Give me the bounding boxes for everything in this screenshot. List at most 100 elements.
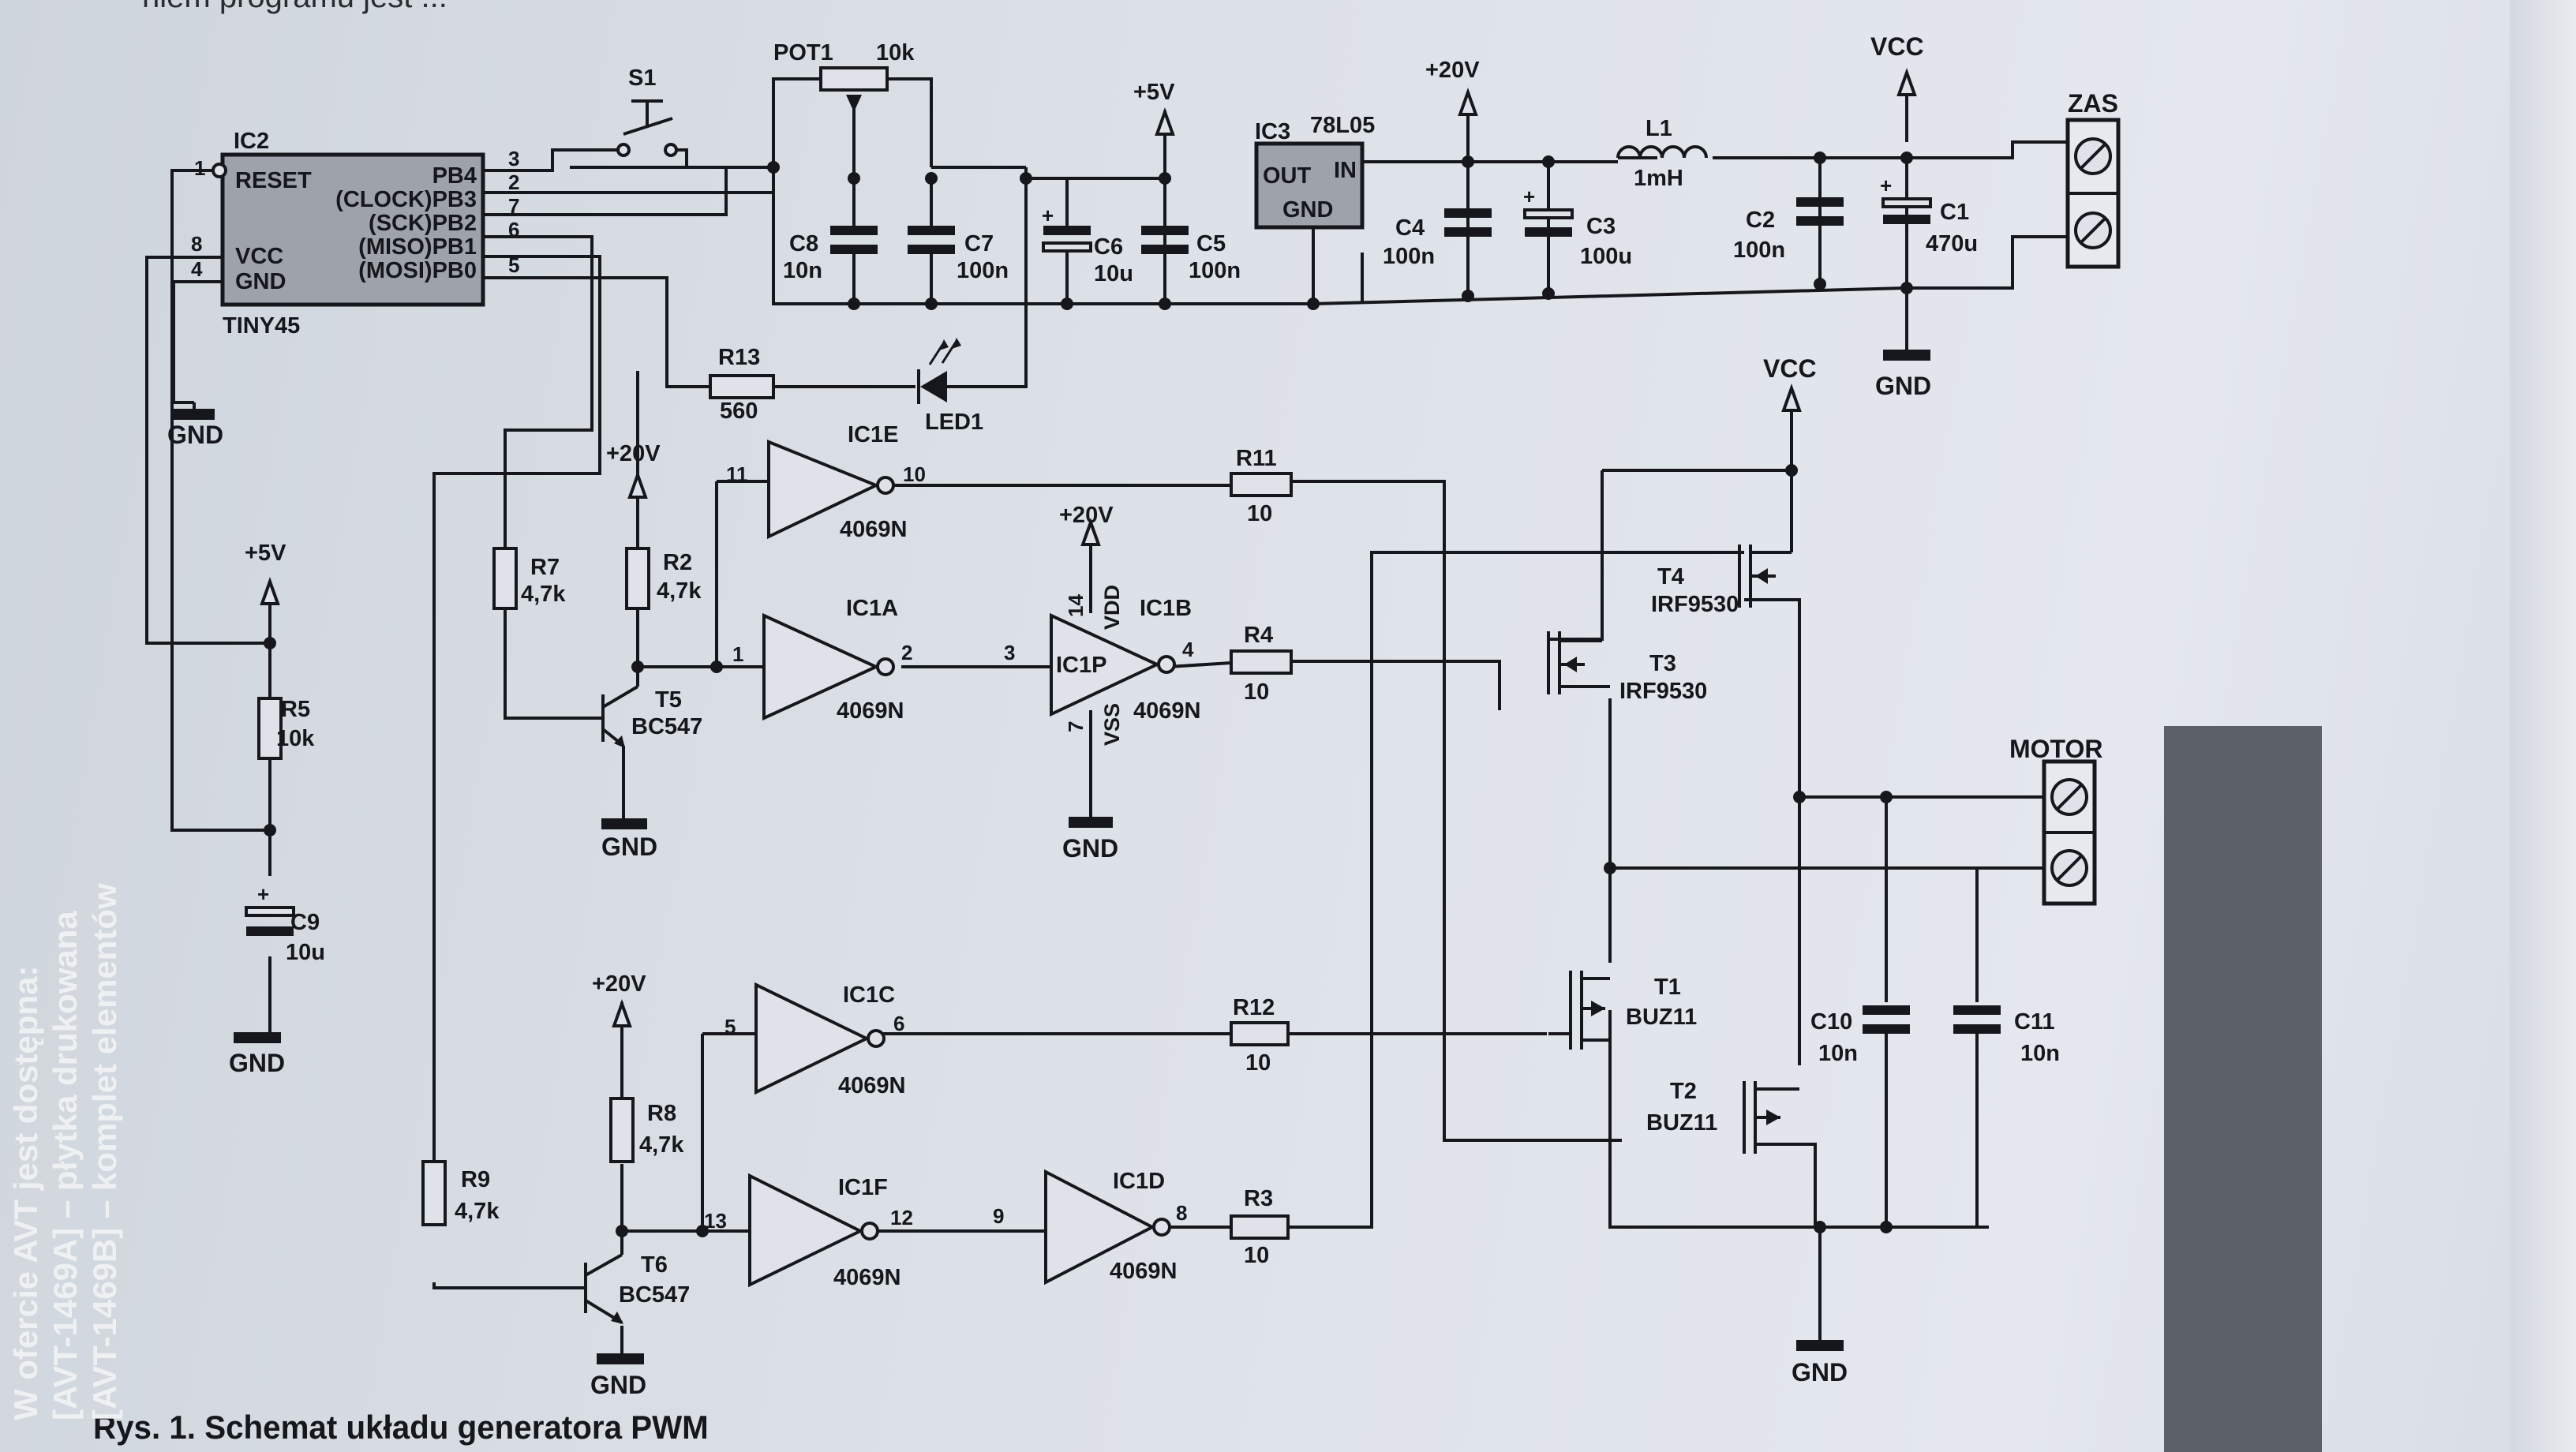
ic1b-vdd: VDD <box>1100 585 1124 630</box>
c9-plus: + <box>257 882 269 906</box>
r4-ref: R4 <box>1244 623 1273 648</box>
ic1a-pin-out: 2 <box>901 641 912 664</box>
r3-ref: R3 <box>1244 1186 1273 1211</box>
connector-zas: ZAS <box>2065 89 2121 269</box>
ic1d-part: 4069N <box>1110 1259 1177 1284</box>
t4-part: IRF9530 <box>1651 592 1739 617</box>
r13-value: 560 <box>720 399 758 424</box>
ic2-pin-pb2-name: (SCK)PB2 <box>369 211 477 236</box>
ic2-pin-vcc-name: VCC <box>235 244 283 269</box>
c9-value: 10u <box>286 940 325 965</box>
offer-line-3: [AVT-1469B] – komplet elementów <box>86 883 123 1420</box>
t1-part: BUZ11 <box>1626 1005 1697 1030</box>
inductor-l1: L1 1mH <box>1616 116 1708 191</box>
ic1e-part: 4069N <box>840 517 907 542</box>
r7-ref: R7 <box>530 555 560 580</box>
page-edge <box>2510 0 2576 1452</box>
t6-ref: T6 <box>641 1252 668 1278</box>
figure-caption: Rys. 1. Schemat układu generatora PWM <box>93 1409 709 1446</box>
ic2-pin-reset-num: 1 <box>194 156 205 180</box>
ic1a-pin-in: 1 <box>732 642 743 666</box>
t5-part: BC547 <box>631 714 702 739</box>
r9-ref: R9 <box>461 1167 490 1192</box>
c6-ref: C6 <box>1094 234 1123 260</box>
pot1: POT1 10k <box>773 40 915 112</box>
plus5v-top-label: +5V <box>1133 80 1175 105</box>
ic1e-ref: IC1E <box>848 422 898 447</box>
c10-ref: C10 <box>1810 1009 1852 1035</box>
c2-value: 100n <box>1733 238 1785 263</box>
gnd-ic2-label: GND <box>167 421 223 449</box>
ic2-pin-reset-name: RESET <box>235 168 312 193</box>
led1-ref: LED1 <box>925 410 983 435</box>
zas-label: ZAS <box>2068 89 2118 118</box>
c6-value: 10u <box>1094 261 1133 286</box>
ic2-pin-pb4-num: 3 <box>508 147 519 170</box>
ic1b-pin-in: 3 <box>1004 641 1015 664</box>
plus20v-r2-label: +20V <box>606 441 661 466</box>
ic1a-ref: IC1A <box>846 596 898 621</box>
c8-value: 10n <box>783 258 822 283</box>
ic1d-ref: IC1D <box>1113 1169 1165 1194</box>
ic3-in: IN <box>1334 158 1357 183</box>
pot1-value: 10k <box>876 40 915 65</box>
c3-value: 100u <box>1580 244 1632 269</box>
c1-ref: C1 <box>1940 200 1969 225</box>
led1: LED1 <box>900 338 983 435</box>
gnd-ic1b-label: GND <box>1062 834 1118 863</box>
rail-symbols: +5V +20V VCC GND VCC GND +5V GND +20V <box>167 32 1931 1399</box>
ic1f-pin-out: 12 <box>890 1206 913 1229</box>
c11-ref: C11 <box>2014 1009 2055 1035</box>
r13-ref: R13 <box>718 345 760 370</box>
mosfet-t4: T4 IRF9530 <box>1651 544 1792 617</box>
r4-value: 10 <box>1244 679 1269 705</box>
ic1b-inner: IC1P <box>1056 653 1106 678</box>
r2-value: 4,7k <box>657 578 702 604</box>
offer-sidebar-text: W ofercie AVT jest dostępna: [AVT-1469A]… <box>6 726 164 1436</box>
gnd-top-right-label: GND <box>1875 372 1931 400</box>
motor-label: MOTOR <box>2009 735 2103 763</box>
bjt-t5: T5 BC547 <box>601 667 702 754</box>
ic2-pin-gnd-num: 4 <box>191 257 203 281</box>
ic1c-pin-in: 5 <box>724 1015 736 1038</box>
c8-ref: C8 <box>789 231 818 256</box>
ic1b-vss: VSS <box>1100 703 1124 746</box>
ic2-pin-pb3-num: 2 <box>508 170 519 194</box>
mosfet-t2: T2 BUZ11 <box>1646 1079 1799 1154</box>
ic3-out: OUT <box>1263 163 1312 189</box>
ic2-pin-pb0-name: (MOSI)PB0 <box>358 258 477 283</box>
vcc-right-label: VCC <box>1763 354 1817 383</box>
inverters: IC1E 4069N 11 10 IC1A 4069N 1 2 IC1B IC1… <box>704 422 1200 1290</box>
c1-plus: + <box>1880 174 1892 197</box>
c6-plus: + <box>1042 204 1054 227</box>
ic2-ref: IC2 <box>234 129 269 154</box>
ic1a-part: 4069N <box>837 698 904 724</box>
r11-ref: R11 <box>1236 446 1277 471</box>
ic1b-pin-vdd: 14 <box>1064 594 1088 617</box>
ic3-part: 78L05 <box>1310 113 1375 138</box>
r8-value: 4,7k <box>639 1132 684 1158</box>
capacitors: C8 10n C7 100n + C6 10u C5 100n C4 100n <box>245 174 2060 1066</box>
gnd-bridge-label: GND <box>1792 1358 1848 1387</box>
ic1f-pin-in: 13 <box>704 1209 727 1233</box>
c7-ref: C7 <box>964 231 994 256</box>
c7-value: 100n <box>957 258 1009 283</box>
s1-ref: S1 <box>628 65 656 91</box>
ic2-pin-pb1-num: 6 <box>508 218 519 241</box>
ic1b-part: 4069N <box>1133 698 1200 724</box>
offer-sidebar <box>2164 726 2322 1452</box>
ic1e-pin-in: 11 <box>726 462 748 486</box>
pot1-ref: POT1 <box>773 40 833 65</box>
c4-value: 100n <box>1383 244 1435 269</box>
ic1f-ref: IC1F <box>838 1175 888 1200</box>
r5-value: 10k <box>276 726 315 751</box>
r9-value: 4,7k <box>455 1199 500 1224</box>
t5-ref: T5 <box>655 687 682 713</box>
l1-value: 1mH <box>1634 166 1683 191</box>
c4-ref: C4 <box>1395 215 1425 241</box>
t1-ref: T1 <box>1654 975 1681 1000</box>
plus20v-ic1b-label: +20V <box>1059 503 1114 528</box>
ic1d-pin-in: 9 <box>993 1204 1004 1228</box>
offer-line-2: [AVT-1469A] – płytka drukowana <box>47 911 84 1420</box>
